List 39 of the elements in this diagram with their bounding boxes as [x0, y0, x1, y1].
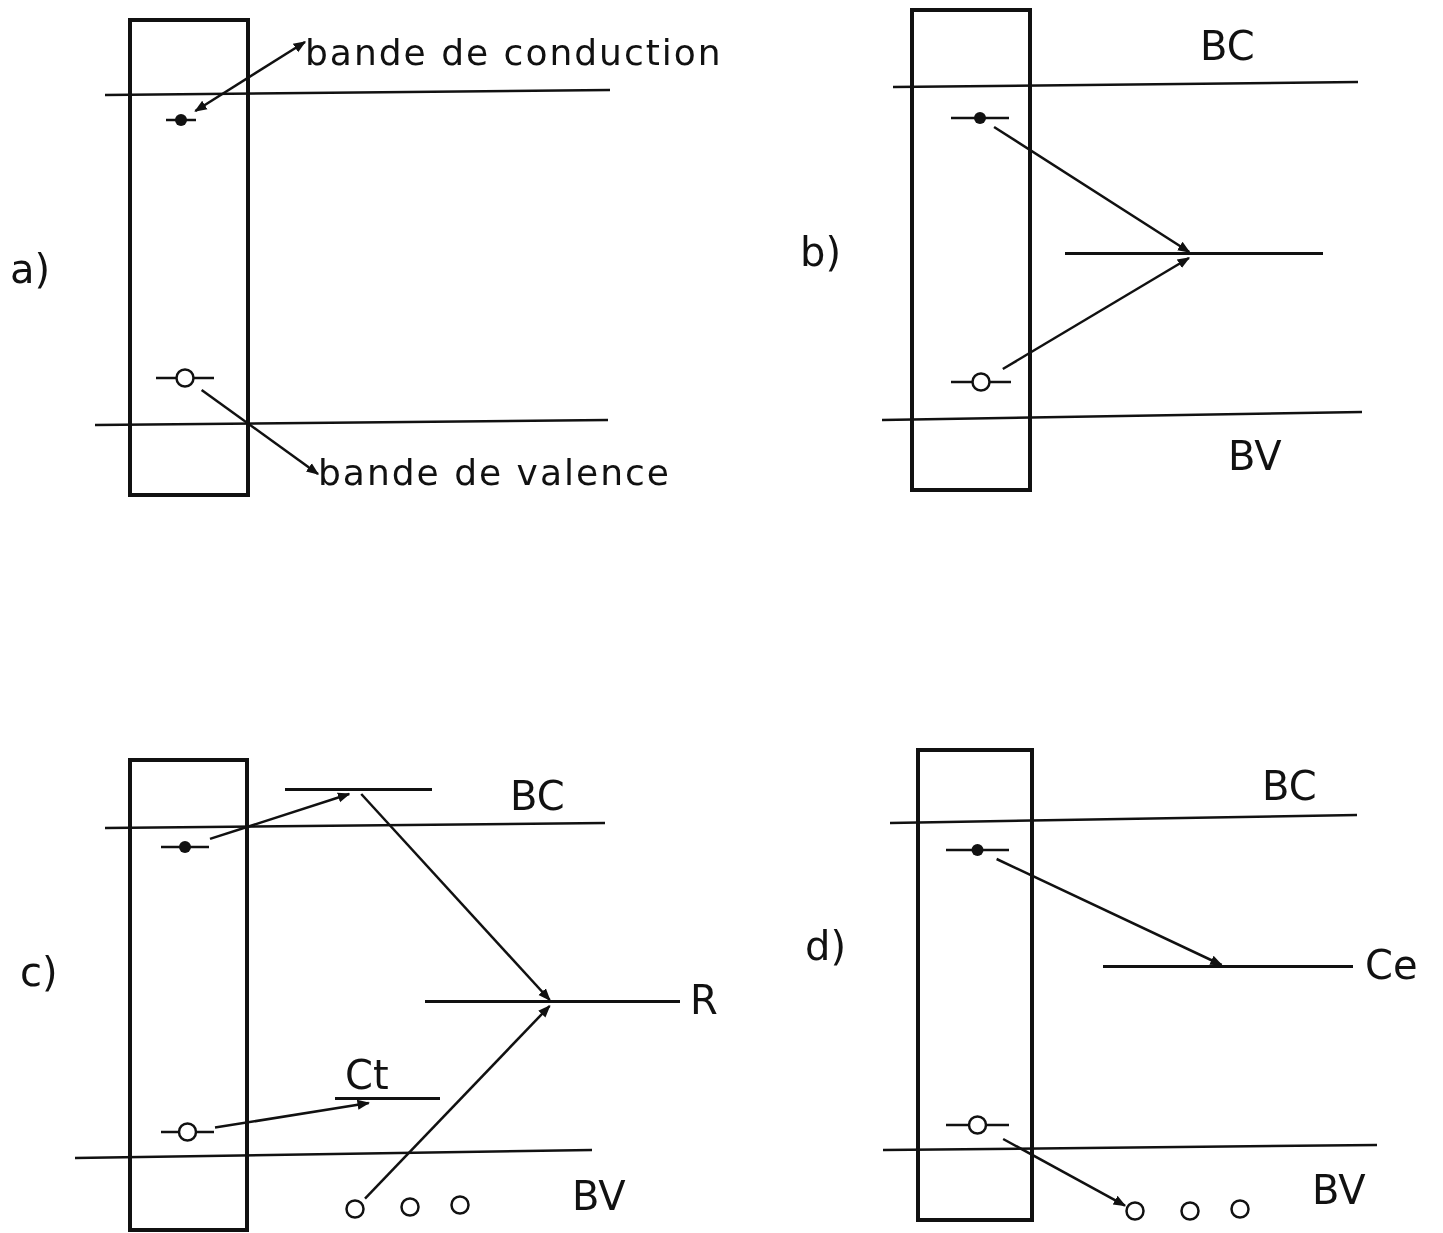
band-label: BC	[1200, 22, 1255, 70]
hole-symbol	[1125, 1200, 1145, 1222]
hole-symbol	[1230, 1198, 1250, 1220]
panel-label: c)	[20, 948, 58, 996]
electron-symbol	[165, 111, 197, 129]
arrow	[1002, 1137, 1127, 1207]
band-label: BV	[1228, 432, 1282, 480]
band-name: bande de valence	[318, 448, 763, 500]
arrow	[200, 389, 319, 475]
level-label: Ct	[345, 1053, 389, 1097]
level-label: R	[690, 978, 718, 1022]
electron-symbol	[945, 841, 1010, 859]
hole-symbol	[160, 1119, 215, 1145]
hole-symbol	[450, 1194, 470, 1216]
panel-label: a)	[10, 245, 51, 293]
arrow	[194, 40, 307, 113]
electron-symbol	[950, 109, 1010, 127]
level-label: Ce	[1365, 943, 1418, 987]
hole-symbol	[345, 1198, 365, 1220]
band-label: BC	[510, 772, 565, 820]
arrow	[209, 792, 351, 841]
energy-level	[285, 788, 432, 794]
arrow	[360, 793, 551, 1001]
energy-level	[1065, 252, 1323, 258]
arrow	[993, 125, 1191, 254]
hole-symbol	[400, 1196, 420, 1218]
hole-symbol	[950, 369, 1012, 395]
panel-label: b)	[800, 228, 841, 276]
band-label: BV	[1312, 1166, 1366, 1214]
arrow	[364, 1005, 551, 1200]
panel-label: d)	[805, 922, 846, 970]
band-label: BV	[572, 1172, 626, 1220]
arrow	[1002, 256, 1191, 371]
arrow	[214, 1099, 370, 1129]
hole-symbol	[1180, 1200, 1200, 1222]
band-name: bande de conduction	[305, 28, 810, 80]
arrow	[996, 857, 1223, 967]
hole-symbol	[155, 366, 215, 390]
band-label: BC	[1262, 762, 1317, 810]
